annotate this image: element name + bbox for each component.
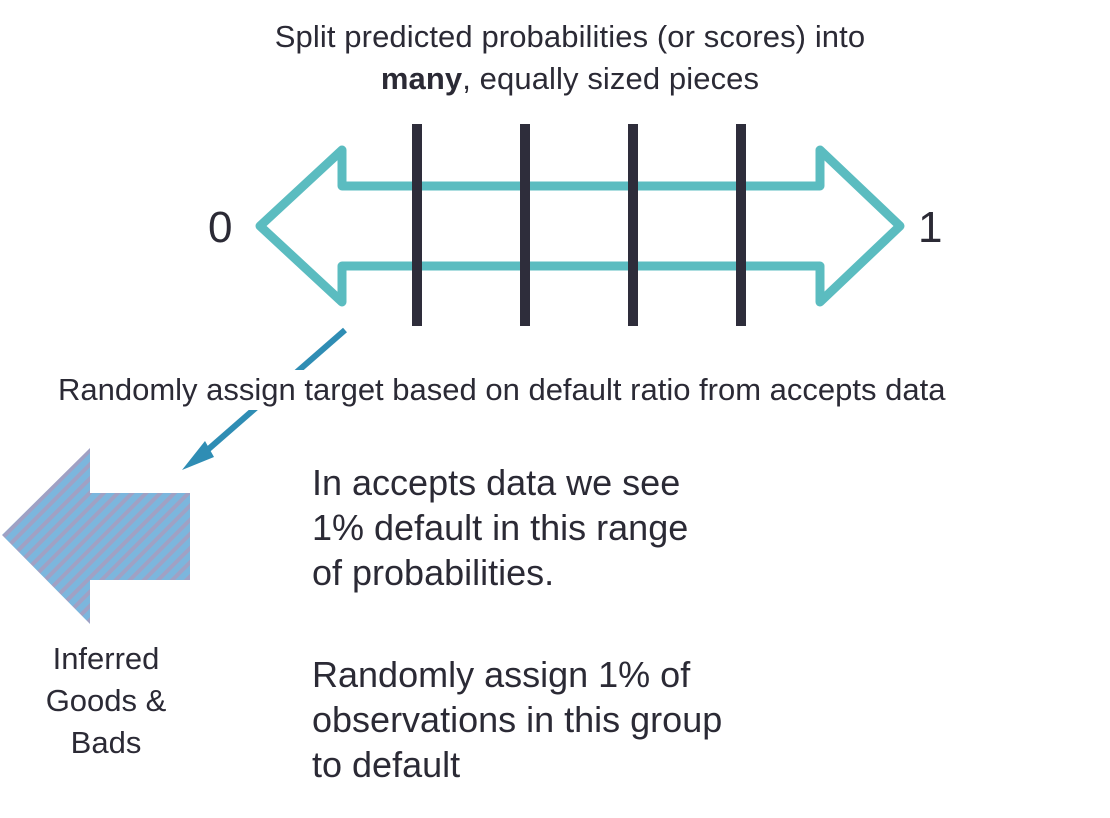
header-line-2-rest: , equally sized pieces [462,61,760,96]
scale-min-label: 0 [208,203,233,252]
header-line-2: many, equally sized pieces [0,58,1110,100]
pointer-arrow-head [182,441,214,470]
explanation-line: In accepts data we see [312,462,681,503]
explanation-paragraph-2: Randomly assign 1% of observations in th… [312,652,722,787]
scale-max-label: 1 [918,203,943,252]
explanation-paragraph-1: In accepts data we see 1% default in thi… [312,460,688,595]
header-emphasis: many [380,61,463,96]
explanation-line: 1% default in this range [312,507,689,548]
explanation-line: observations in this group [312,699,723,740]
inferred-goods-bads-label: Inferred Goods & Bads [28,638,184,764]
striped-left-arrow-icon [2,448,190,624]
explanation-line: to default [312,744,461,785]
assign-note: Randomly assign target based on default … [56,370,948,410]
explanation-line: of probabilities. [312,552,555,593]
inferred-label-line: Inferred [52,641,160,676]
header-line-1: Split predicted probabilities (or scores… [274,19,866,54]
header-caption: Split predicted probabilities (or scores… [0,16,1110,100]
divider-group [412,124,746,326]
inferred-label-line: Bads [70,725,142,760]
inferred-label-line: Goods & [45,683,167,718]
double-headed-arrow-icon [255,145,905,307]
explanation-line: Randomly assign 1% of [312,654,691,695]
